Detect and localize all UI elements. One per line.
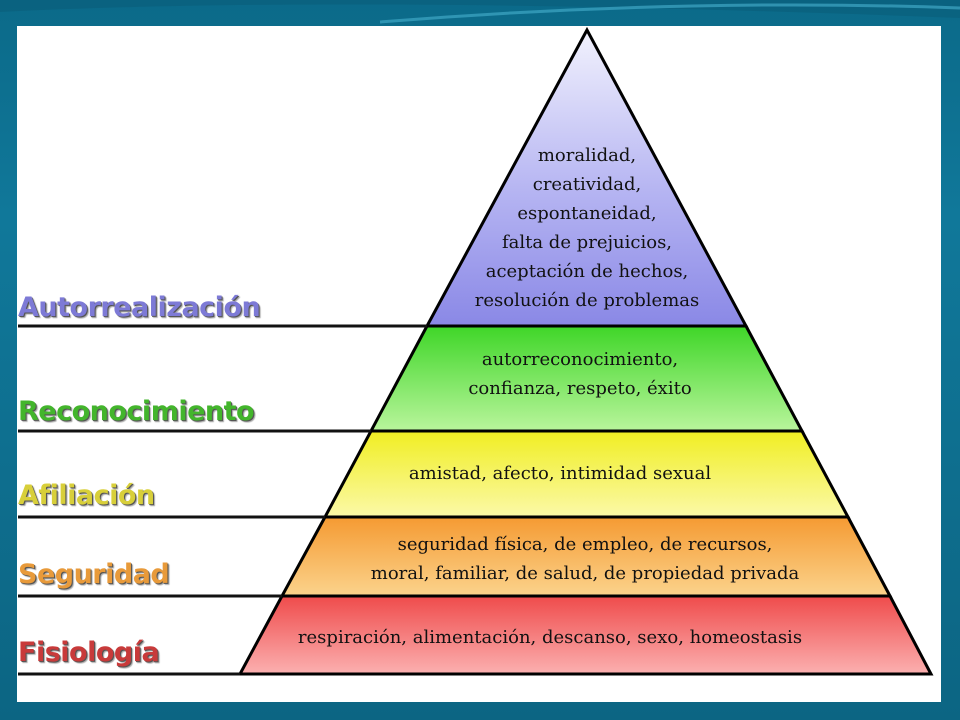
tier-line: amistad, afecto, intimidad sexual — [408, 463, 712, 484]
tier-line: respiración, alimentación, descanso, sex… — [297, 627, 803, 648]
label-reconocimiento: Reconocimiento — [18, 396, 255, 427]
tier-line: creatividad, — [532, 174, 642, 195]
header-swoosh — [0, 0, 960, 24]
tier-line: moralidad, — [537, 145, 637, 166]
label-autorrealizacion: Autorrealización — [18, 292, 261, 323]
label-afiliacion: Afiliación — [18, 480, 155, 511]
tier-line: autorreconocimiento, — [481, 349, 679, 370]
tier-text-seguridad: seguridad física, de empleo, de recursos… — [330, 530, 840, 588]
tier-text-autorrealizacion: moralidad, creatividad, espontaneidad, f… — [447, 141, 727, 315]
tier-line: confianza, respeto, éxito — [468, 378, 692, 399]
tier-text-reconocimiento: autorreconocimiento, confianza, respeto,… — [430, 345, 730, 403]
tier-line: resolución de problemas — [474, 290, 700, 311]
label-fisiologia: Fisiología — [18, 637, 160, 668]
tier-line: moral, familiar, de salud, de propiedad … — [370, 563, 800, 584]
label-seguridad: Seguridad — [18, 559, 170, 590]
tier-text-afiliacion: amistad, afecto, intimidad sexual — [380, 459, 740, 488]
tier-line: falta de prejuicios, — [501, 232, 673, 253]
tier-text-fisiologia: respiración, alimentación, descanso, sex… — [270, 623, 830, 652]
tier-line: aceptación de hechos, — [485, 261, 689, 282]
tier-line: seguridad física, de empleo, de recursos… — [397, 534, 773, 555]
tier-fisiologia — [237, 594, 934, 676]
tier-line: espontaneidad, — [517, 203, 657, 224]
